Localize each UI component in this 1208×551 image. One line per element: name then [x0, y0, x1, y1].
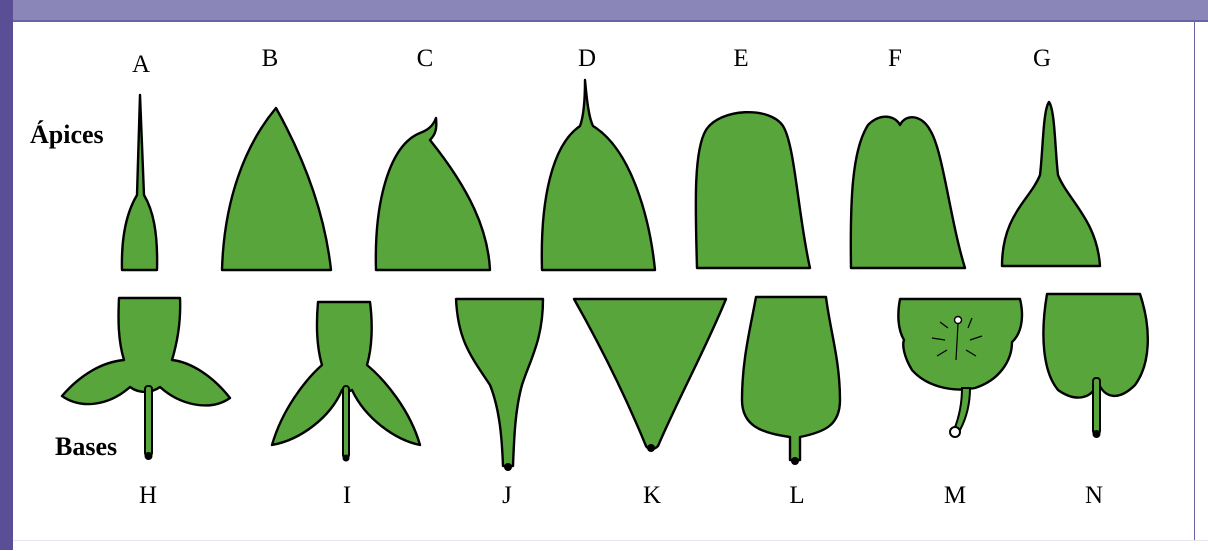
apex-label-c: C	[417, 45, 434, 72]
base-h-petiole	[145, 386, 152, 456]
base-label-k: K	[643, 482, 661, 509]
apex-label-e: E	[733, 45, 748, 72]
apex-a-leaf	[122, 95, 157, 270]
base-label-n: N	[1085, 482, 1103, 509]
base-label-j: J	[502, 482, 512, 509]
base-n-petiole	[1093, 378, 1100, 434]
apex-f-leaf	[851, 117, 965, 268]
base-h-stem-end	[145, 452, 153, 460]
base-k-stem-end	[647, 444, 655, 452]
base-i-petiole	[343, 386, 349, 458]
apex-label-b: B	[262, 45, 279, 72]
base-j-leaf	[456, 299, 543, 466]
apex-label-d: D	[578, 45, 596, 72]
apex-c-leaf	[376, 118, 490, 270]
row-label-apices: Ápices	[30, 120, 104, 149]
apex-d-leaf	[542, 80, 655, 270]
base-l-leaf	[742, 297, 840, 460]
base-i-stem-end	[343, 455, 350, 462]
base-m-leaf	[898, 299, 1022, 389]
base-k-leaf	[574, 299, 726, 449]
apex-label-f: F	[888, 45, 902, 72]
base-n-stem-end	[1093, 430, 1101, 438]
apex-e-leaf	[696, 112, 810, 268]
row-label-bases: Bases	[55, 432, 117, 461]
base-m-petiole	[954, 388, 970, 430]
base-label-i: I	[343, 482, 351, 509]
base-l-stem-end	[791, 457, 799, 465]
base-j-stem-end	[504, 463, 512, 471]
base-label-m: M	[944, 482, 966, 509]
apex-label-g: G	[1033, 45, 1051, 72]
apex-label-a: A	[132, 51, 150, 78]
apex-b-leaf	[222, 108, 331, 270]
apex-g-leaf	[1002, 102, 1100, 266]
base-label-l: L	[789, 482, 804, 509]
base-m-stem-end	[950, 427, 960, 437]
base-label-h: H	[139, 482, 157, 509]
